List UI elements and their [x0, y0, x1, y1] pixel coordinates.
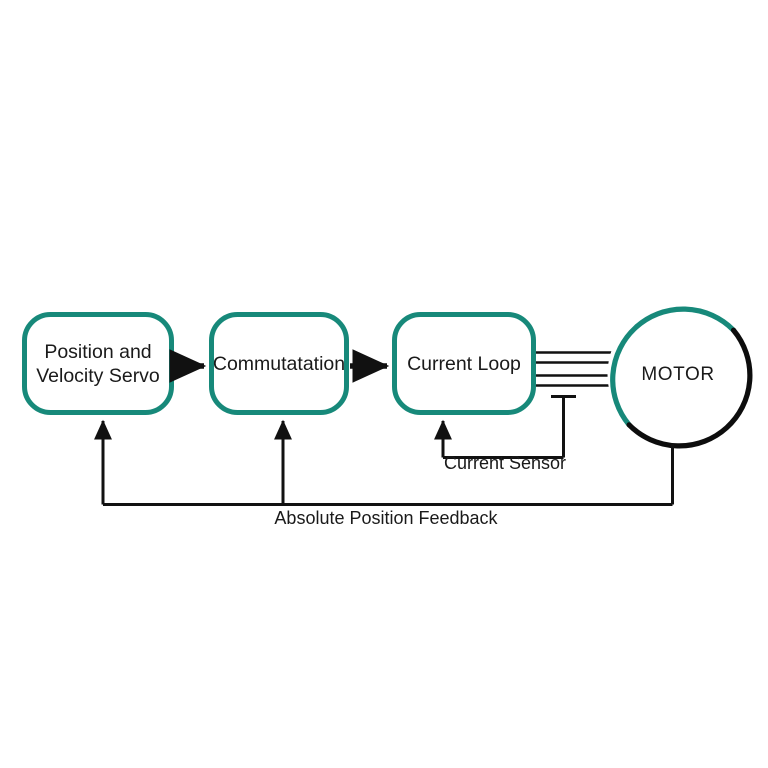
block-label-line1: Current Loop [407, 353, 521, 375]
block-label-line1: Position and [44, 341, 151, 363]
current-sensor-label: Current Sensor [444, 453, 566, 473]
motor-node[interactable]: MOTOR [607, 303, 753, 449]
block-commutation[interactable]: Commutatation [209, 312, 349, 415]
current-sensor-path [433, 395, 576, 459]
block-current-loop[interactable]: Current Loop [392, 312, 536, 415]
block-label-line1: Commutatation [213, 353, 345, 375]
block-position-velocity-servo[interactable]: Position and Velocity Servo [22, 312, 174, 415]
absolute-position-feedback-path [93, 419, 674, 506]
motor-label: MOTOR [641, 364, 714, 385]
block-label-line2: Velocity Servo [36, 365, 160, 387]
absolute-position-feedback-label: Absolute Position Feedback [274, 508, 498, 528]
